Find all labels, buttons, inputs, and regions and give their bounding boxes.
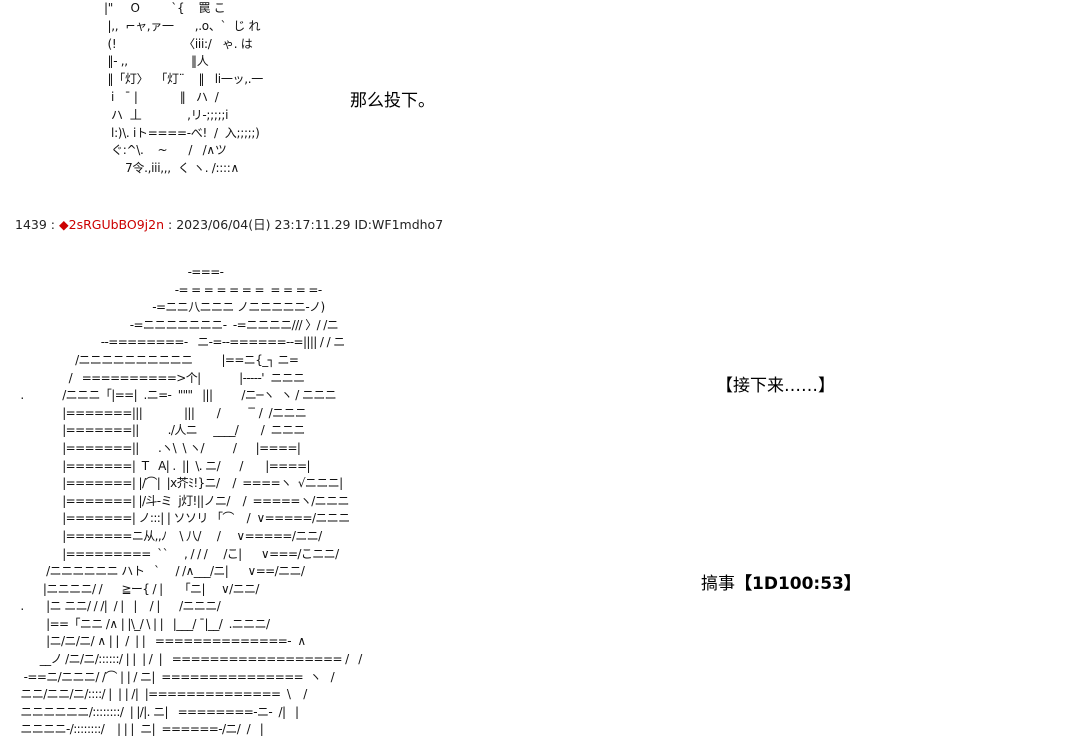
caption-next: 【接下来……】 <box>716 376 835 396</box>
ascii-art-main: -===- -= = = = = = = = = = =- -=ニニ八ニニニ ノ… <box>20 265 362 737</box>
post-id[interactable]: ID:WF1mdho7 <box>354 217 444 232</box>
caption-drop: 那么投下。 <box>350 91 435 111</box>
post-header: 1439 : ◆2sRGUbBO9j2n : 2023/06/04(日) 23:… <box>15 214 443 233</box>
caption-dice-roll: 搞事【1D100:53】 <box>701 569 861 594</box>
poster-trip[interactable]: ◆2sRGUbBO9j2n <box>59 217 165 232</box>
dice-label: 搞事 <box>701 574 735 594</box>
post-number: 1439 <box>15 217 47 232</box>
post-separator-2: : <box>168 217 173 232</box>
dice-result: 【1D100:53】 <box>735 574 861 594</box>
ascii-art-top: |" O `{ 罠 こ |,, ⌐ャ,ァ一 ,.o、` じ れ (! 〈iii:… <box>104 1 263 176</box>
post-separator: : <box>50 217 56 232</box>
post-datetime: 2023/06/04(日) 23:17:11.29 <box>176 217 351 232</box>
